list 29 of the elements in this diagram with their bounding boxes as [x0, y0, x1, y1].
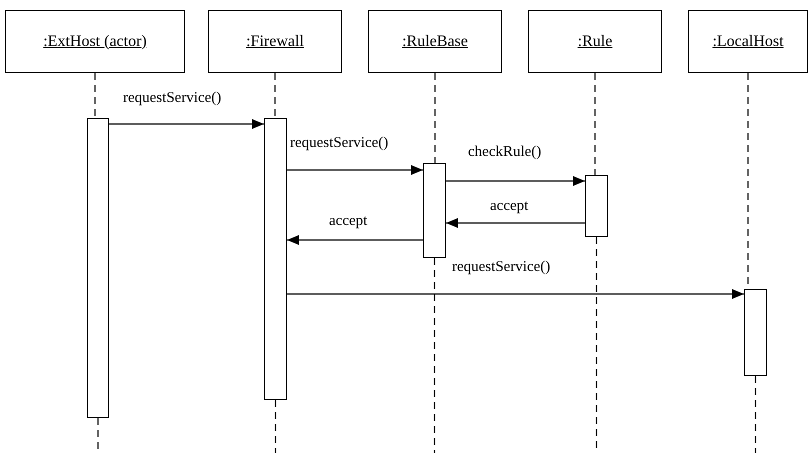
activation-bar	[423, 163, 446, 258]
activation-bar	[585, 175, 608, 237]
activation-bar	[744, 289, 767, 376]
activation-bar	[264, 118, 287, 400]
participant-name: :Rule	[578, 32, 612, 50]
participant-name: :LocalHost	[712, 32, 784, 50]
message-arrow	[446, 218, 585, 228]
message-label: requestService()	[122, 90, 222, 106]
participant-box	[5, 10, 185, 73]
lifeline	[274, 73, 276, 118]
message-arrow	[287, 165, 423, 175]
message-label: requestService()	[451, 259, 552, 275]
participant-box	[208, 10, 342, 73]
participant-box	[368, 10, 502, 73]
participant-box	[528, 10, 662, 73]
lifeline	[434, 73, 436, 163]
participant-name: :RuleBase	[402, 32, 468, 50]
message-arrow	[446, 176, 585, 186]
message-arrow	[287, 289, 744, 299]
participant-name: :Firewall	[246, 32, 304, 50]
lifeline	[594, 73, 596, 175]
lifeline	[94, 73, 96, 118]
participant-name: :ExtHost (actor)	[43, 32, 147, 50]
message-arrow	[287, 235, 423, 245]
message-label: checkRule()	[467, 144, 542, 160]
activation-bar	[87, 118, 109, 418]
message-label: requestService()	[289, 135, 390, 151]
participant-box	[688, 10, 808, 73]
message-arrow	[109, 119, 264, 129]
